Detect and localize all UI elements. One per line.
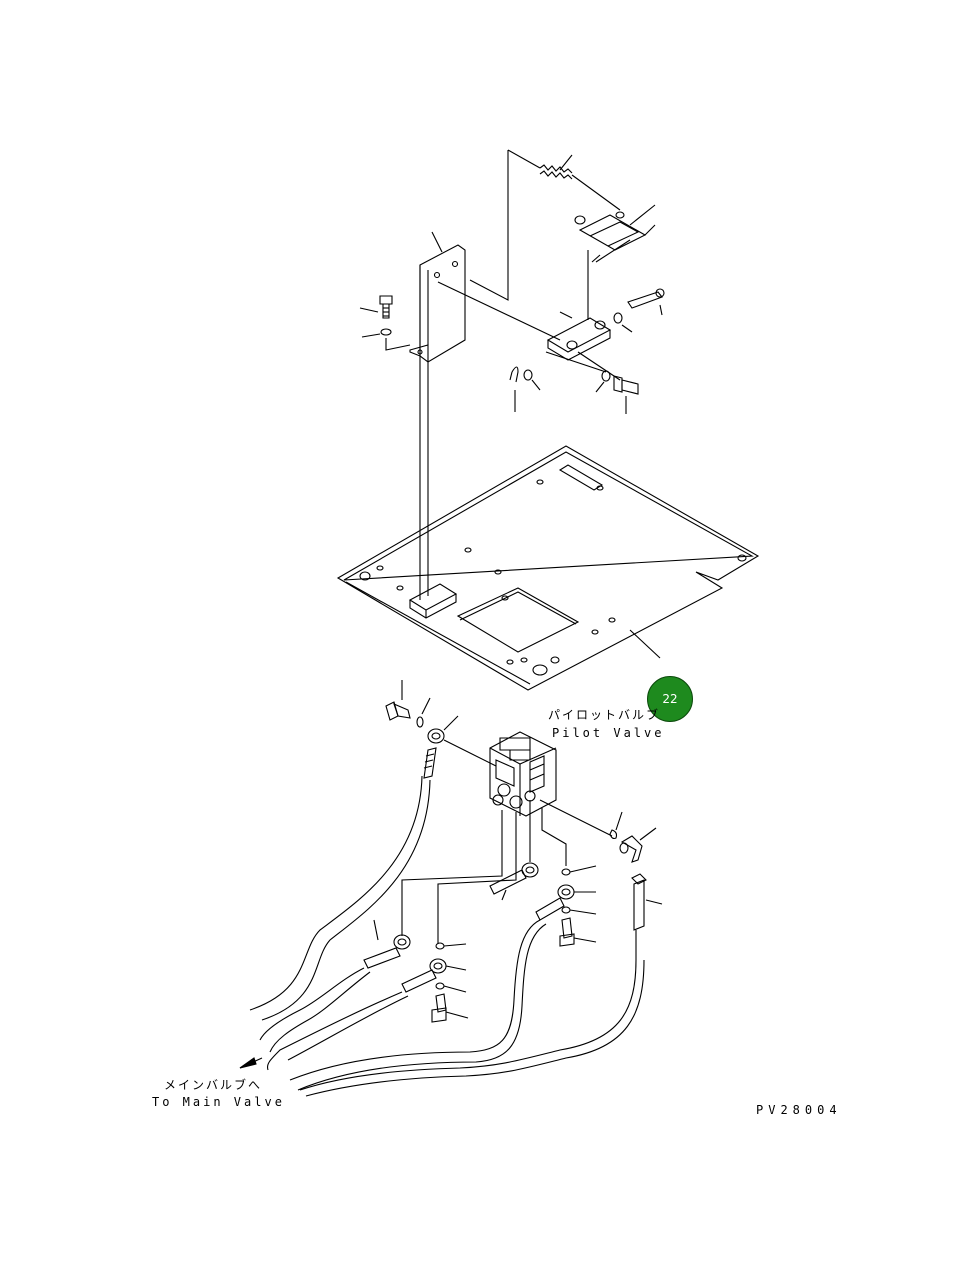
pilot-valve-assembly [240,680,662,1096]
floor-plate [338,356,758,690]
washer-left [381,329,391,335]
spring-rod [508,150,620,210]
banjo-fitting-lower [402,959,466,992]
hose-2 [260,968,364,1040]
arrow-to-main-valve [240,1058,256,1068]
o-ring-right [610,830,617,839]
hose-1 [250,776,422,1010]
hose-4 [290,920,540,1080]
callout-number: 22 [662,692,678,706]
o-ring-b [562,907,570,913]
banjo-fitting-mid [490,863,538,900]
pilot-valve-label-en: Pilot Valve [552,726,665,740]
cotter-pin [510,367,518,382]
washer-top-left [417,717,423,727]
banjo-fitting-left [364,920,410,968]
bracket-plate [420,245,465,362]
banjo-fitting-right [536,885,596,920]
bolt-small-lower [432,994,468,1022]
o-ring-a [562,869,570,875]
callout-badge[interactable]: 22 [647,676,693,722]
upper-bracket-assembly [360,150,664,414]
to-main-valve-label-jp: メインバルブへ [164,1078,263,1092]
o-ring-c [436,943,444,949]
long-bolt-right [632,874,662,960]
bolt-top-left [386,680,410,720]
washer-right [614,313,622,323]
elbow-fitting [620,828,656,862]
pilot-valve-label-jp: パイロットバルブ [548,708,661,722]
banjo-fitting-top [424,716,496,778]
drawing-code: PV28004 [756,1103,842,1117]
o-ring-d [436,983,444,989]
clevis-top [575,205,655,262]
pilot-valve-body [490,732,612,836]
bolt-right [614,376,638,414]
to-main-valve-label-en: To Main Valve [152,1095,285,1109]
clevis-middle [438,250,610,360]
bolt-small-right [560,918,596,946]
washer-cotter [524,370,532,380]
hose-5 [300,960,636,1090]
hose-3 [268,992,403,1070]
pin-right [628,289,664,315]
bolt-left [360,296,392,318]
